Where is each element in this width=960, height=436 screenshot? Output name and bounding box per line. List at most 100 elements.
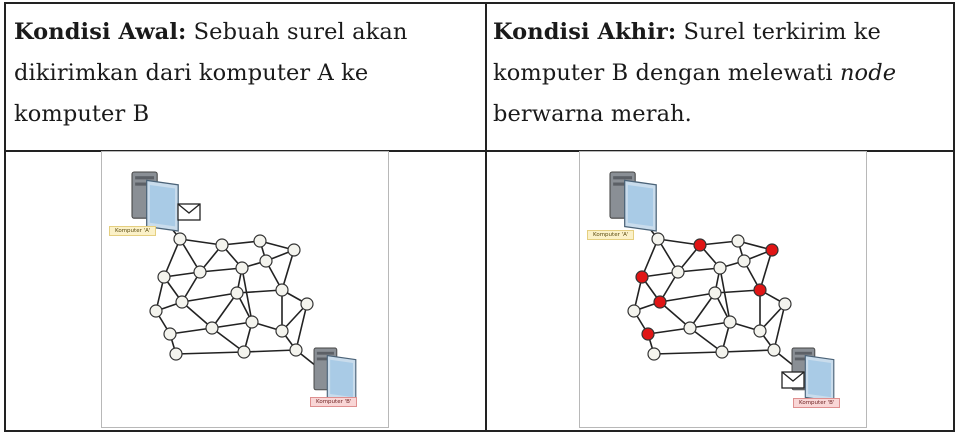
network-node: [235, 261, 249, 275]
network-edge: [181, 301, 213, 329]
network-edge: [677, 267, 721, 273]
initial-condition-heading: Kondisi Awal:: [14, 19, 187, 45]
row-divider: [6, 150, 953, 152]
final-network-figure: Komputer 'A' Komputer 'B': [579, 151, 867, 428]
network-edge: [641, 238, 659, 278]
network-node: [149, 304, 163, 318]
network-node: [713, 261, 727, 275]
network-edge: [689, 292, 716, 329]
final-condition-heading: Kondisi Akhir:: [493, 19, 677, 45]
network-node: [731, 234, 745, 248]
computer-a-label: Komputer 'A': [109, 226, 157, 236]
computer-icon: [609, 171, 657, 232]
computer-a-label: Komputer 'A': [587, 230, 635, 240]
network-edge: [211, 292, 238, 329]
network-edge: [211, 327, 245, 353]
network-node: [163, 327, 177, 341]
network-node-highlighted: [753, 283, 767, 297]
network-edge: [689, 321, 731, 329]
network-node: [259, 254, 273, 268]
network-edge: [281, 249, 295, 291]
network-node: [245, 315, 259, 329]
envelope-flap: [781, 371, 805, 382]
network-node: [767, 343, 781, 357]
network-edge: [659, 292, 716, 303]
network-node: [237, 345, 251, 359]
network-diagram: [131, 171, 357, 403]
network-node: [275, 324, 289, 338]
network-node: [671, 265, 685, 279]
network-edge: [169, 327, 213, 335]
network-edge: [199, 267, 243, 273]
computer-icon: [131, 171, 179, 232]
network-node: [253, 234, 267, 248]
envelope-icon: [781, 371, 805, 389]
network-node-highlighted: [693, 238, 707, 252]
network-edge: [653, 351, 723, 355]
comparison-table: Kondisi Awal: Sebuah surel akan dikirimk…: [4, 2, 955, 432]
computer-b-label: Komputer 'B': [310, 397, 358, 407]
computer-drive: [135, 176, 155, 180]
network-edge: [295, 303, 308, 351]
computer-drive: [794, 351, 812, 355]
network-node: [647, 347, 661, 361]
computer-drive: [135, 182, 155, 186]
network-edge: [721, 349, 775, 353]
network-node: [683, 321, 697, 335]
computer-screen-glass: [330, 359, 353, 398]
network-edge: [714, 289, 761, 294]
network-edge: [773, 303, 786, 351]
network-node: [737, 254, 751, 268]
network-node: [275, 283, 289, 297]
computer-drive: [794, 357, 812, 361]
network-node: [169, 347, 183, 361]
network-node: [651, 232, 665, 246]
computer-drive: [316, 351, 334, 355]
final-condition-text: Kondisi Akhir: Surel terkirim ke kompute…: [493, 19, 897, 127]
network-edge: [241, 267, 253, 323]
network-node: [287, 243, 301, 257]
network-edge: [175, 351, 245, 355]
network-node: [205, 321, 219, 335]
network-node-highlighted: [635, 270, 649, 284]
network-node: [173, 232, 187, 246]
network-edge: [657, 238, 701, 246]
network-node-highlighted: [653, 295, 667, 309]
network-edge: [179, 238, 223, 246]
network-node: [215, 238, 229, 252]
network-edge: [647, 327, 691, 335]
network-node: [289, 343, 303, 357]
network-node: [193, 265, 207, 279]
network-node: [715, 345, 729, 359]
computer-screen-glass: [149, 185, 176, 227]
column-divider: [485, 4, 487, 430]
computer-screen-glass: [808, 359, 831, 398]
network-edge: [211, 321, 253, 329]
computer-drive: [613, 176, 633, 180]
network-edge: [659, 301, 691, 329]
network-node: [708, 286, 722, 300]
computer-drive: [316, 357, 334, 361]
network-diagram: [609, 171, 835, 403]
initial-condition-text: Kondisi Awal: Sebuah surel akan dikirimk…: [14, 19, 408, 127]
network-node: [157, 270, 171, 284]
network-node-highlighted: [765, 243, 779, 257]
network-node: [753, 324, 767, 338]
network-node: [723, 315, 737, 329]
computer-icon: [313, 347, 357, 403]
network-edge: [759, 249, 773, 291]
network-edge: [719, 267, 731, 323]
network-edge: [236, 289, 283, 294]
network-node: [627, 304, 641, 318]
computer-screen-glass: [627, 185, 654, 227]
network-edge: [243, 349, 297, 353]
network-node-highlighted: [641, 327, 655, 341]
network-edge: [689, 327, 723, 353]
computer-drive: [613, 182, 633, 186]
initial-network-figure: Komputer 'A' Komputer 'B': [101, 151, 389, 428]
network-edge: [163, 238, 181, 278]
network-node: [175, 295, 189, 309]
envelope-icon: [177, 203, 201, 221]
network-node: [230, 286, 244, 300]
network-node: [300, 297, 314, 311]
